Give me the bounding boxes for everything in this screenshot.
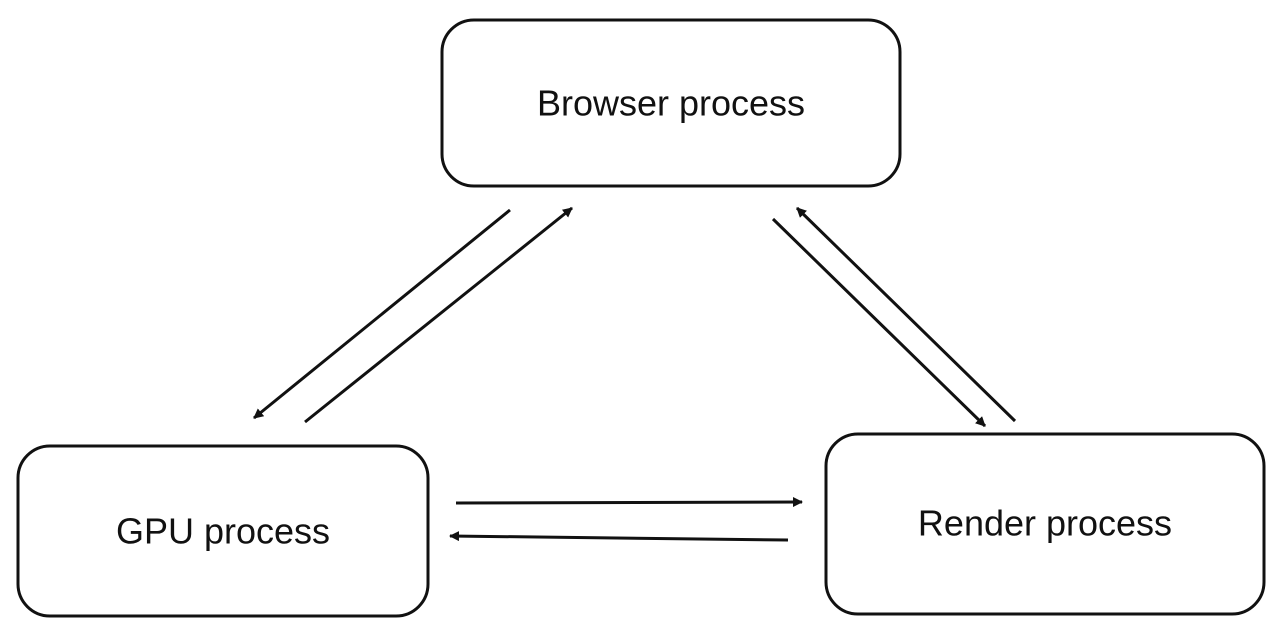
gpu-process-box — [16, 444, 430, 618]
browser-process-box — [440, 18, 902, 188]
render-process-label: Render process — [918, 503, 1172, 544]
render-process-box — [824, 432, 1266, 616]
edges-browser-gpu — [253, 206, 573, 424]
arrow-render-to-gpu — [449, 531, 789, 542]
arrow-gpu-to-browser — [304, 206, 573, 424]
edges-gpu-render — [449, 497, 803, 542]
browser-process-label: Browser process — [537, 83, 805, 124]
arrow-browser-to-render — [771, 217, 987, 428]
gpu-process-label: GPU process — [116, 511, 330, 552]
arrow-gpu-to-render — [455, 497, 803, 508]
gpu-process-node: GPU process — [16, 444, 430, 618]
browser-process-node: Browser process — [440, 18, 902, 188]
arrow-render-to-browser — [795, 206, 1017, 423]
edges-browser-render — [771, 206, 1017, 428]
arrow-browser-to-gpu — [253, 208, 511, 420]
render-process-node: Render process — [824, 432, 1266, 616]
